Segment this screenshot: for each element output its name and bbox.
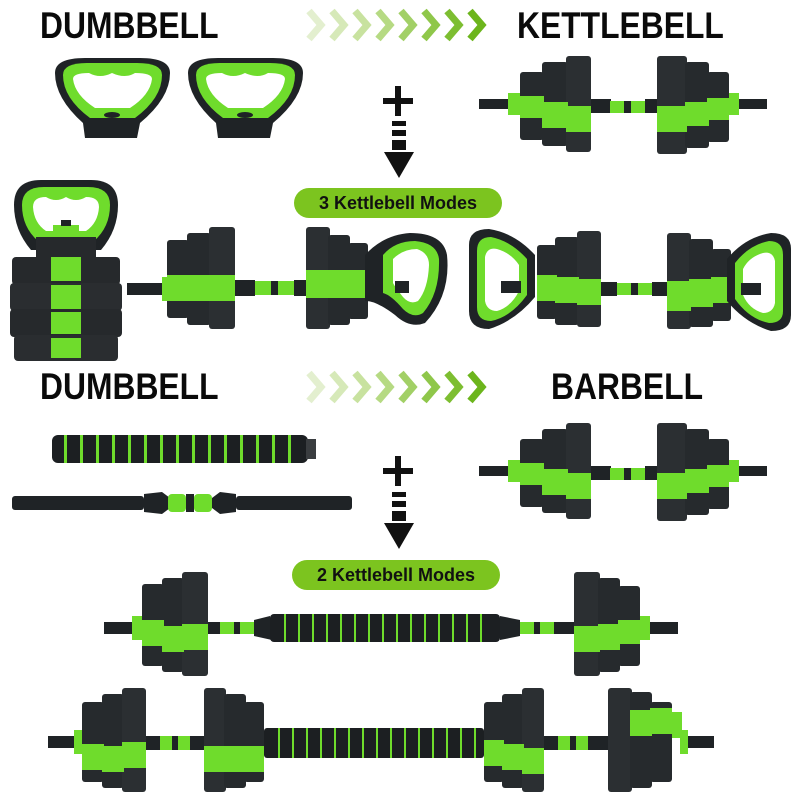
dumbbell-one-handle-image [125, 225, 455, 335]
progress-chevrons-top [305, 8, 495, 42]
threaded-bar-image [10, 488, 355, 518]
modes-badge-2: 2 Kettlebell Modes [292, 560, 500, 590]
dashed-arrow-down-icon [383, 121, 415, 181]
dumbbell-image [474, 415, 774, 527]
heading-kettlebell: KETTLEBELL [517, 5, 724, 46]
chevron-right-icon [306, 370, 487, 404]
kettlebell-handle-image [45, 53, 180, 148]
plus-icon [381, 456, 415, 486]
progress-chevrons-bottom [305, 370, 495, 404]
dashed-arrow-down-icon [383, 492, 415, 552]
modes-badge-3: 3 Kettlebell Modes [294, 188, 502, 218]
assembled-kettlebell-image [6, 175, 124, 365]
heading-dumbbell-bottom: DUMBBELL [40, 366, 219, 407]
foam-connector-bar-image [50, 433, 320, 465]
chevron-right-icon [306, 8, 487, 42]
dumbbell-image [474, 48, 774, 160]
heading-barbell: BARBELL [551, 366, 704, 407]
dumbbell-two-handles-image [465, 225, 795, 335]
kettlebell-handle-image [178, 53, 313, 148]
heading-dumbbell-top: DUMBBELL [40, 5, 219, 46]
short-barbell-image [100, 568, 700, 680]
plus-icon [381, 86, 415, 116]
long-barbell-image [46, 684, 786, 796]
